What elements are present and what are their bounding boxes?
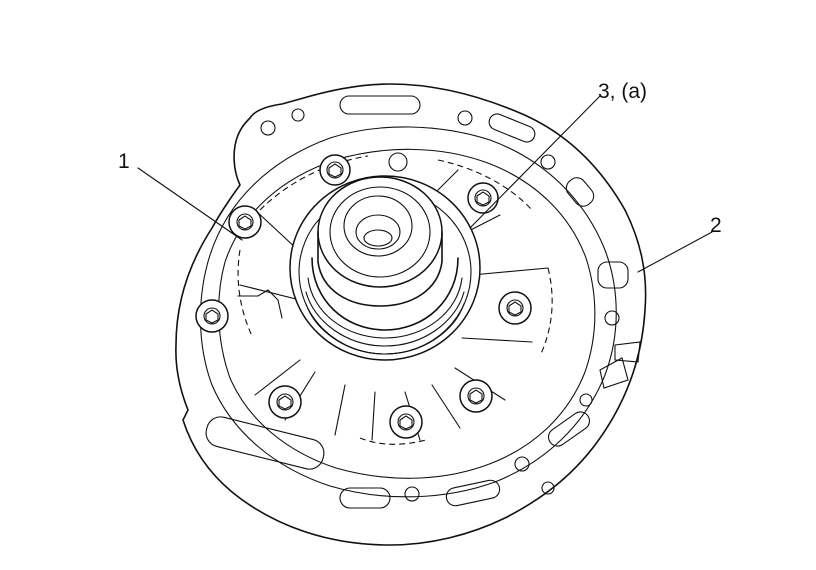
bolt xyxy=(268,385,302,419)
flange-slot xyxy=(339,487,391,509)
flange-slot xyxy=(445,479,501,507)
flange-slot xyxy=(339,95,421,115)
bolt xyxy=(467,182,499,214)
leader-lines xyxy=(137,95,713,273)
bolt xyxy=(319,154,351,186)
flange-hole xyxy=(404,486,420,502)
bolt xyxy=(389,405,423,439)
flange-hole xyxy=(540,154,556,170)
flange-slot xyxy=(488,113,536,143)
hidden-lines xyxy=(237,155,553,445)
flange-slots xyxy=(205,95,629,509)
central-boss xyxy=(289,175,481,361)
flange-hole xyxy=(604,310,620,326)
callout-label-1: 1 xyxy=(118,150,130,173)
flange-holes xyxy=(260,108,620,502)
flange-hole xyxy=(579,393,593,407)
flange-slot xyxy=(547,411,591,447)
spring-detail xyxy=(237,289,283,319)
flange-hole xyxy=(541,481,555,495)
leader-line-3 xyxy=(469,95,601,229)
flange-hole xyxy=(260,120,276,136)
bolt xyxy=(498,291,532,325)
bolt xyxy=(195,299,229,333)
leader-line-2 xyxy=(637,231,713,273)
flange-slot xyxy=(597,261,629,289)
flange-hole xyxy=(457,110,473,126)
leader-line-1 xyxy=(137,167,243,241)
flange-slot xyxy=(205,416,325,470)
bolts xyxy=(195,154,532,439)
housing-mid-ring xyxy=(218,148,596,479)
flange-notch xyxy=(599,357,629,389)
callout-label-2: 2 xyxy=(710,214,722,237)
housing-inner-ring xyxy=(199,126,617,498)
housing-outer-outline xyxy=(175,83,647,546)
flange-slot xyxy=(565,177,595,207)
flange-hole xyxy=(514,456,530,472)
flange-notch xyxy=(614,341,641,363)
flange-hole xyxy=(291,108,305,122)
bolt xyxy=(459,379,493,413)
callout-label-3: 3, (a) xyxy=(598,80,647,103)
bolt xyxy=(228,205,262,239)
flange-hole xyxy=(388,152,408,172)
